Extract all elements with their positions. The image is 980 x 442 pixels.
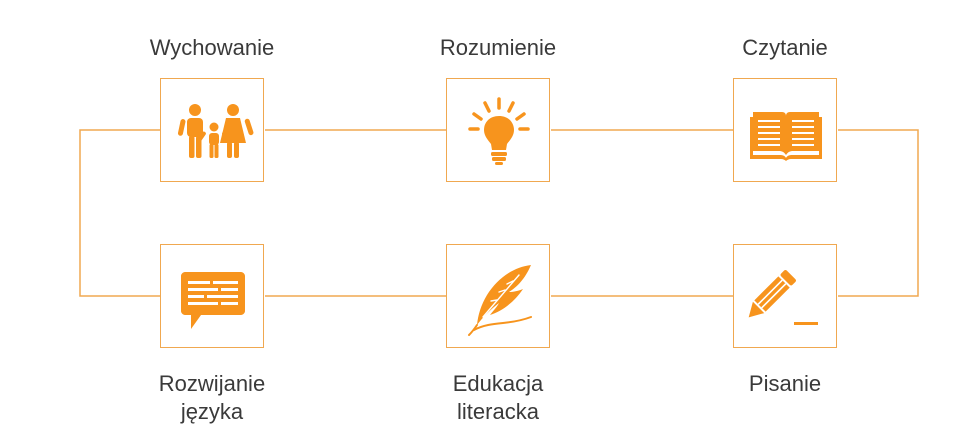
- node-czytanie: [733, 78, 837, 182]
- label-edukacja: Edukacja literacka: [452, 371, 544, 424]
- label-rozwijanie: Rozwijanie języka: [158, 371, 266, 424]
- pencil-icon: [748, 270, 818, 325]
- node-edukacja: [446, 244, 550, 348]
- family-icon: [177, 104, 254, 158]
- node-wychowanie: [160, 78, 264, 182]
- label-czytanie: Czytanie: [742, 35, 828, 60]
- label-rozumienie: Rozumienie: [439, 35, 557, 60]
- label-wychowanie: Wychowanie: [149, 35, 275, 60]
- node-rozwijanie: [160, 244, 264, 348]
- speech-bubble-icon: [181, 272, 245, 329]
- open-book-icon: [750, 112, 822, 161]
- node-rozumienie: [446, 78, 550, 182]
- quill-icon: [468, 265, 532, 336]
- label-pisanie: Pisanie: [748, 371, 822, 396]
- lightbulb-icon: [468, 97, 530, 165]
- node-pisanie: [733, 244, 837, 348]
